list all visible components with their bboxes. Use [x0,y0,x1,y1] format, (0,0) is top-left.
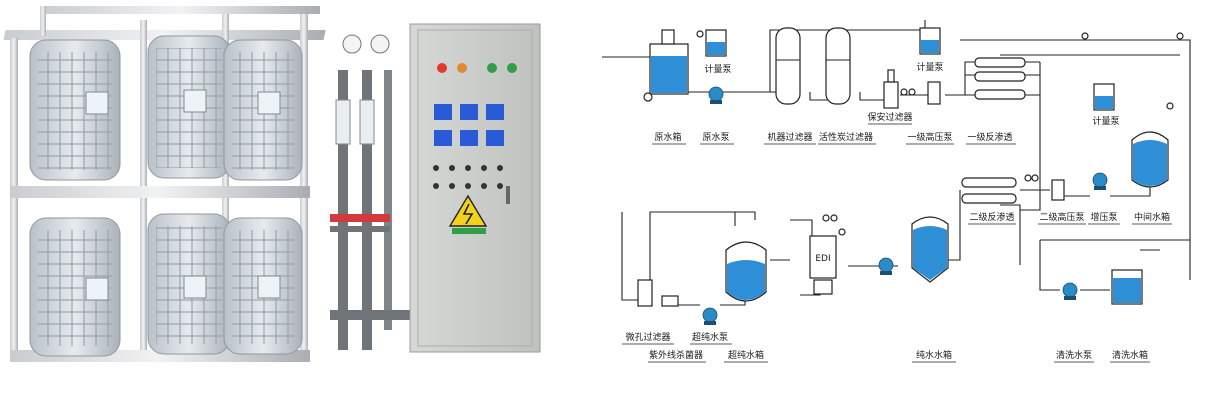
label-ro-1: 一级反渗透 [967,131,1012,143]
label-mechanical-filter: 机器过滤器 [767,131,812,143]
high-pressure-pump-icon [1051,179,1065,201]
mechanical-filter [775,27,801,105]
label-ultrapure-pump: 超纯水泵 [692,331,728,343]
ro-stage-1-membranes [974,57,1026,100]
label-edi: EDI [815,254,830,264]
high-voltage-warning-icon [448,194,488,234]
pump-icon [878,257,894,275]
label-uv-sterilizer: 紫外线杀菌器 [649,349,703,361]
label-metering-pump-top: 计量泵 [916,61,943,73]
raw-water-tank [643,29,689,102]
metering-pump-icon [919,27,941,55]
edi-modules [29,35,303,357]
control-cabinet [409,23,541,353]
label-clean-pump: 清洗水泵 [1056,349,1092,361]
label-carbon-filter: 活性炭过滤器 [819,131,873,143]
label-raw-pump: 原水泵 [702,131,729,143]
cleaning-water-tank [1111,269,1143,305]
middle-water-tank [1131,131,1169,188]
ultrapure-water-tank [725,241,767,302]
label-clean-tank: 清洗水箱 [1112,349,1148,361]
pipework [330,34,410,350]
edi-module [223,39,303,181]
high-pressure-pump-icon [927,81,941,105]
micropore-filter [637,279,653,307]
label-metering-pump-1: 计量泵 [704,63,731,75]
metering-pump-icon [1093,83,1115,111]
meter-panel [434,104,504,146]
equipment-photo [3,6,541,362]
gauge-icons [696,30,1184,236]
security-filter [883,69,899,109]
edi-module [223,217,303,355]
label-ro-2: 二级反渗透 [969,211,1014,223]
label-pure-tank: 纯水水箱 [916,349,952,361]
pure-water-tank [911,216,949,283]
raw-water-pump-icon [708,86,724,104]
label-security-filter: 保安过滤器 [867,111,912,123]
booster-pump-icon [1092,172,1108,190]
ultrapure-pump-icon [702,307,718,325]
edi-module [29,39,121,181]
ro-stage-2-membranes [961,177,1017,204]
edi-unit [809,235,837,295]
uv-sterilizer [661,295,679,307]
label-booster-pump: 增压泵 [1090,211,1117,223]
carbon-filter [825,27,851,105]
cleaning-pump-icon [1062,282,1078,300]
process-flow-diagram: 原水箱 原水泵 计量泵 机器过滤器 活性炭过滤器 保安过滤器 计量泵 一 [602,20,1191,363]
flow-pipes [602,20,1191,306]
edi-module [147,35,231,179]
metering-pump-icon [705,29,727,57]
label-raw-tank: 原水箱 [654,131,681,143]
edi-module [29,217,121,357]
edi-module [147,213,231,355]
indicator-lights [433,165,503,189]
label-micropore-filter: 微孔过滤器 [625,331,670,343]
label-metering-pump-2: 计量泵 [1092,115,1119,127]
label-middle-tank: 中间水箱 [1134,211,1170,223]
label-hp-pump-1: 一级高压泵 [907,131,952,143]
label-ultrapure-tank: 超纯水箱 [728,349,764,361]
label-hp-pump-2: 二级高压泵 [1039,211,1084,223]
